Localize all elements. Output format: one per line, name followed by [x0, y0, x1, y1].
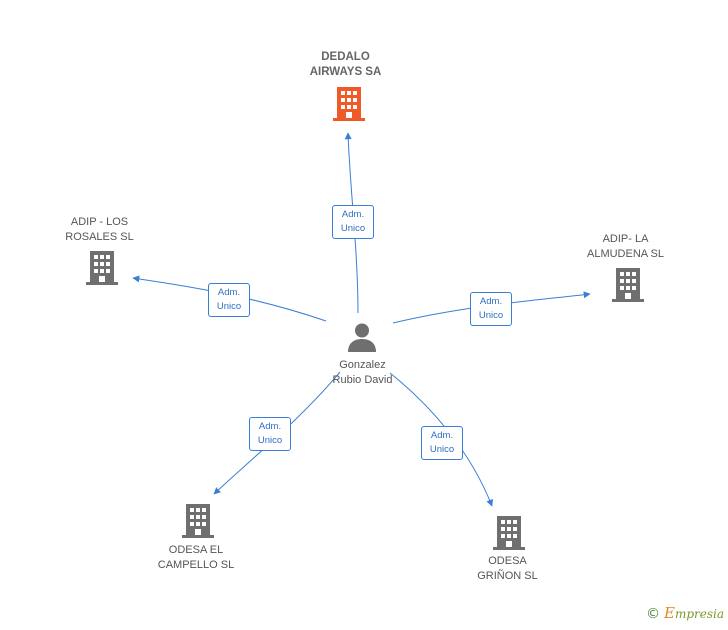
relation-label-dedalo: Adm. Unico: [332, 205, 374, 239]
person-label[interactable]: Gonzalez Rubio David: [332, 359, 393, 386]
company-label-dedalo[interactable]: DEDALO AIRWAYS SA: [309, 51, 382, 78]
relation-label-grinon: Adm. Unico: [421, 426, 463, 460]
brand-initial: E: [663, 604, 675, 622]
company-label-rosales[interactable]: ADIP - LOS ROSALES SL: [65, 216, 134, 243]
building-icon: [86, 251, 118, 285]
building-icon: [612, 268, 644, 302]
company-label-almudena[interactable]: ADIP- LA ALMUDENA SL: [586, 233, 665, 260]
copyright-icon: ©: [645, 606, 660, 622]
building-icon: [333, 87, 365, 121]
relation-label-rosales: Adm. Unico: [208, 283, 250, 317]
relation-label-almudena: Adm. Unico: [470, 292, 512, 326]
building-icon: [182, 504, 214, 538]
company-label-campello[interactable]: ODESA EL CAMPELLO SL: [157, 544, 235, 571]
company-label-grinon[interactable]: ODESA GRIÑON SL: [477, 555, 538, 582]
person-icon: [348, 323, 376, 352]
relation-label-campello: Adm. Unico: [249, 417, 291, 451]
brand-name: mpresia: [674, 607, 724, 621]
building-icon: [493, 516, 525, 550]
empresia-logo: ©Empresia: [646, 604, 724, 622]
